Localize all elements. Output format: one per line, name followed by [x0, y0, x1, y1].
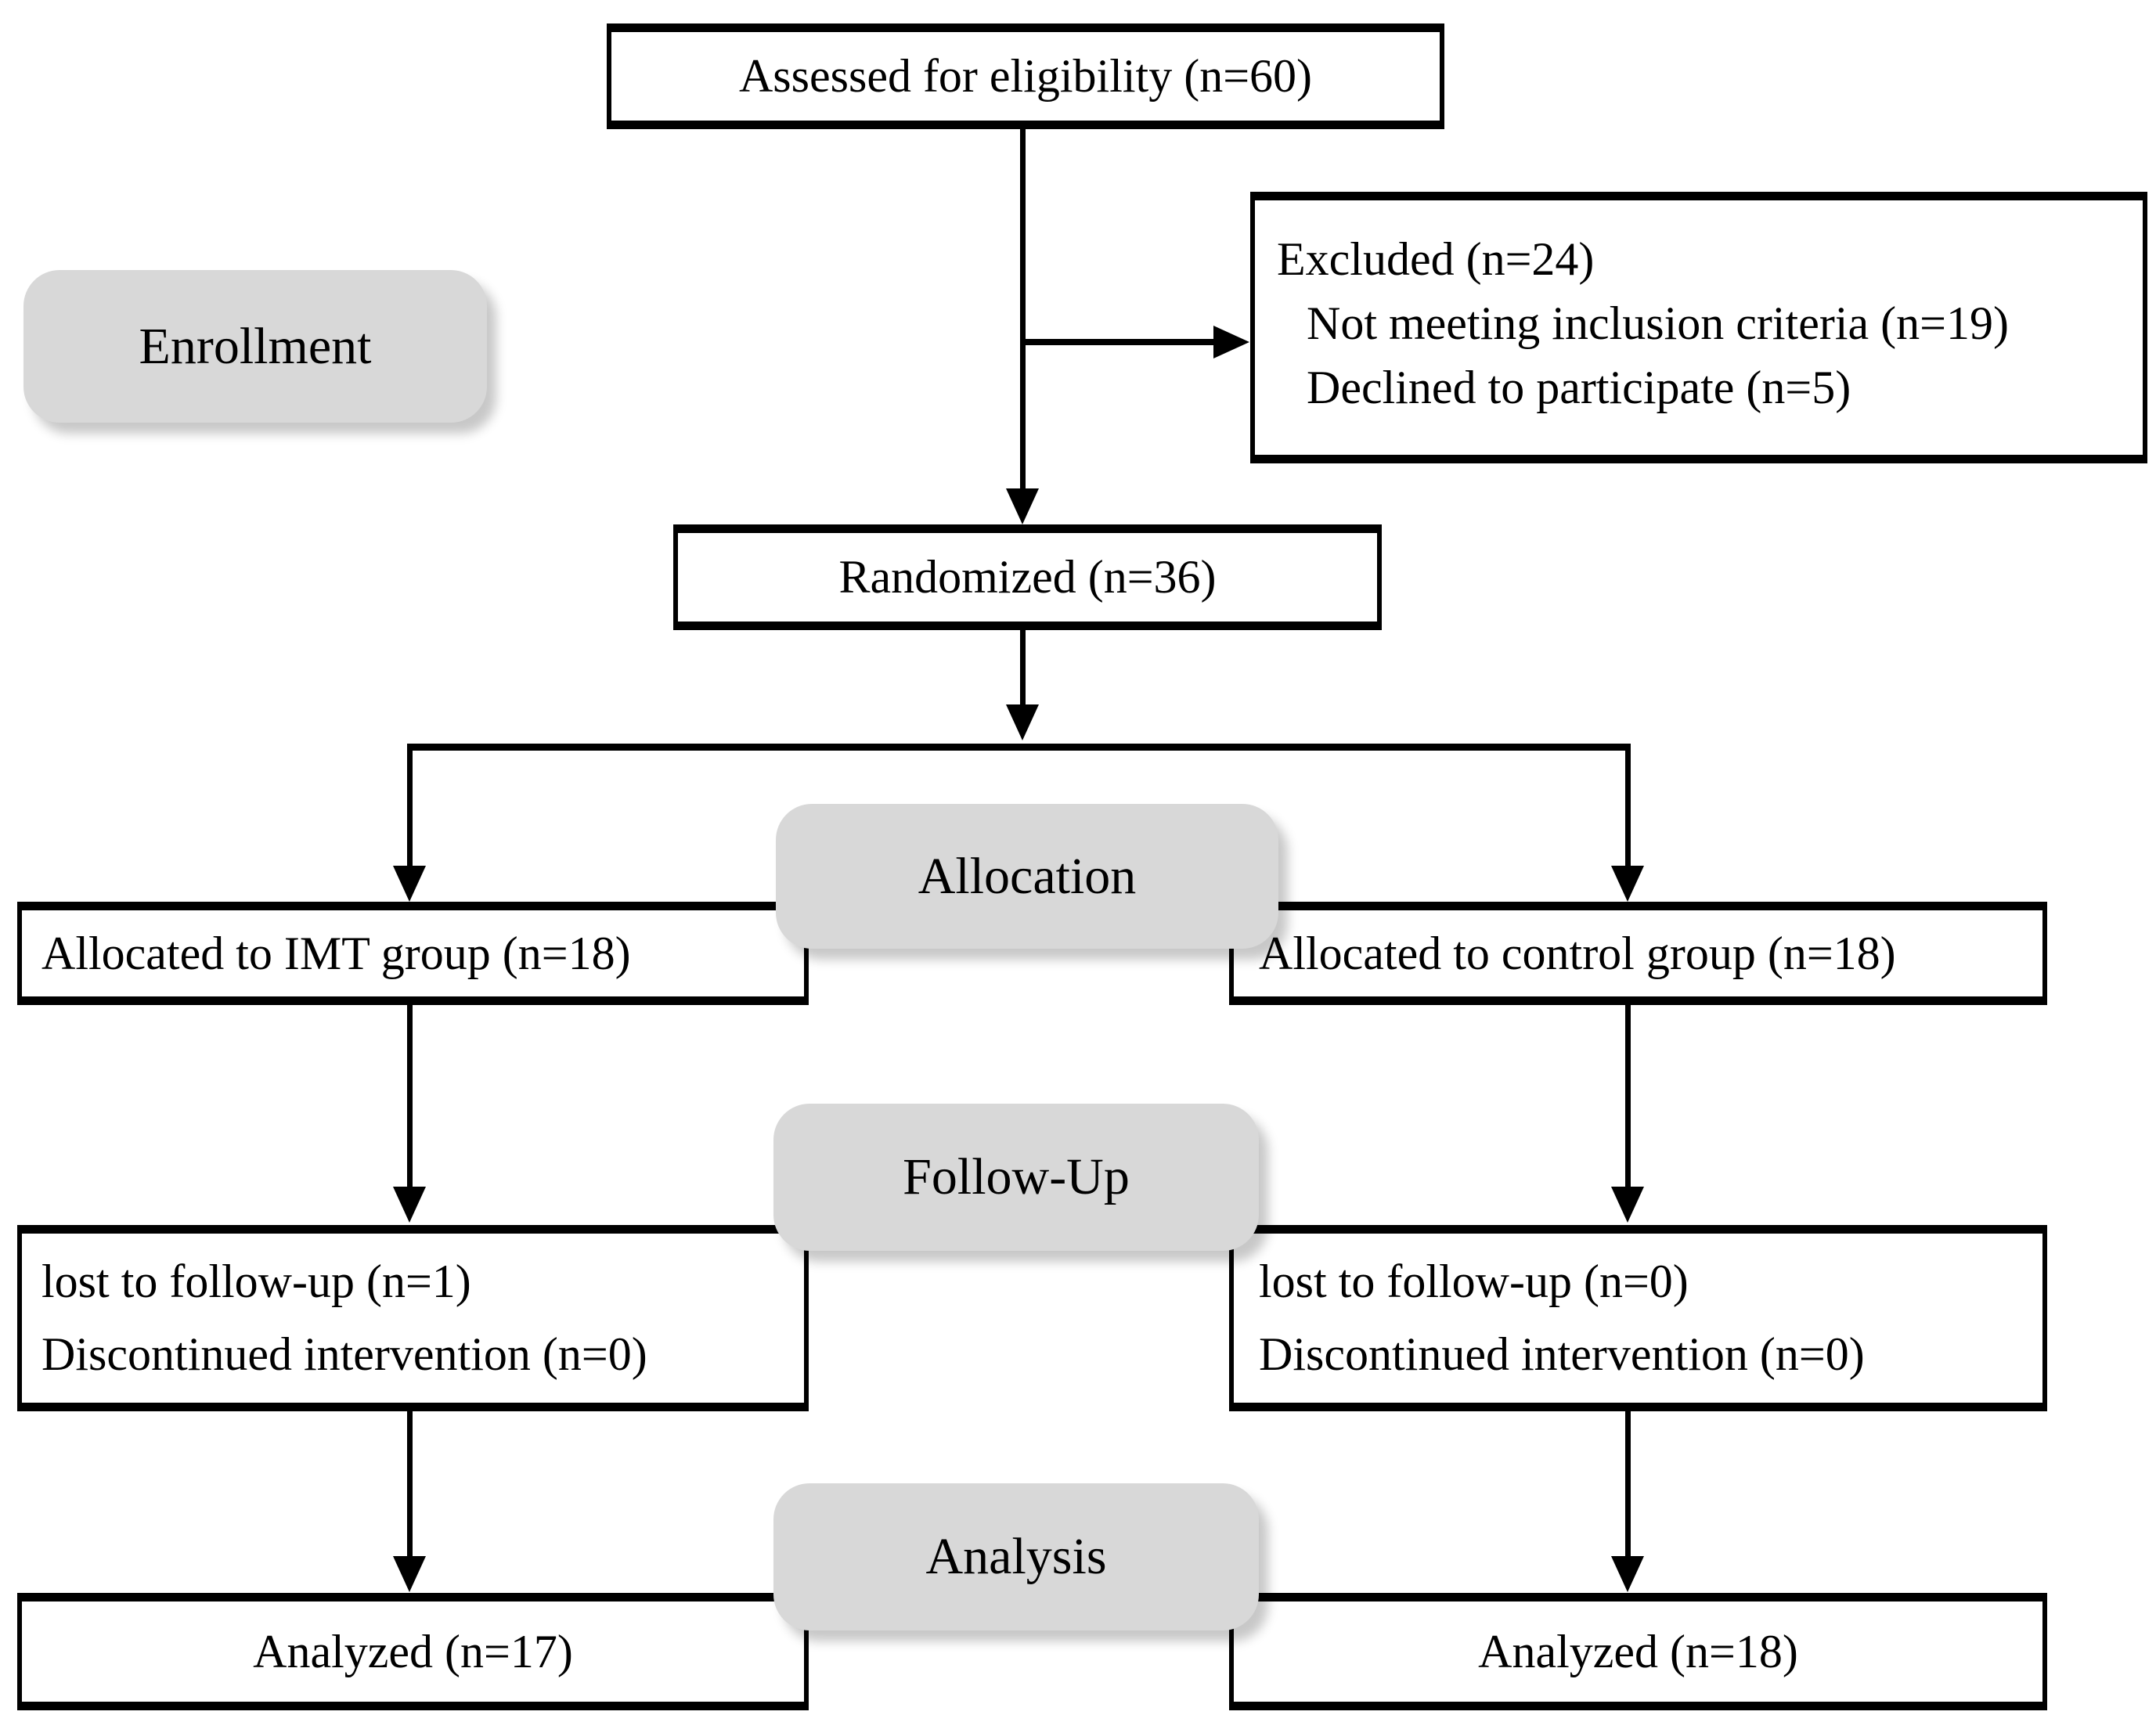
- line-to-excluded: [1023, 339, 1213, 345]
- allocated-imt-box: Allocated to IMT group (n=18): [17, 902, 809, 1005]
- followup-imt-line-1: lost to follow-up (n=1): [41, 1256, 471, 1307]
- line-followup-to-analyzed-control: [1625, 1409, 1631, 1556]
- excluded-line-1: Excluded (n=24): [1277, 233, 1595, 285]
- analyzed-imt-box: Analyzed (n=17): [17, 1593, 809, 1710]
- line-randomized-to-branch: [1020, 630, 1026, 704]
- analyzed-control-label: Analyzed (n=18): [1478, 1625, 1798, 1677]
- followup-imt-box: lost to follow-up (n=1) Discontinued int…: [17, 1225, 809, 1411]
- arrowhead-into-excluded: [1213, 326, 1249, 358]
- line-assessed-to-randomized: [1020, 129, 1026, 493]
- stage-allocation: Allocation: [776, 804, 1278, 949]
- stage-followup: Follow-Up: [773, 1104, 1259, 1251]
- allocated-imt-label: Allocated to IMT group (n=18): [41, 927, 631, 979]
- line-allocated-to-followup-control: [1625, 1005, 1631, 1187]
- line-allocated-to-followup-imt: [407, 1005, 413, 1187]
- followup-control-box: lost to follow-up (n=0) Discontinued int…: [1229, 1225, 2047, 1411]
- stage-enrollment-label: Enrollment: [139, 317, 372, 375]
- arrowhead-at-branch: [1006, 704, 1039, 740]
- arrowhead-into-followup-control: [1611, 1187, 1644, 1223]
- followup-control-line-2: Discontinued intervention (n=0): [1259, 1328, 1865, 1380]
- excluded-line-3: Declined to participate (n=5): [1307, 362, 1851, 413]
- allocated-control-label: Allocated to control group (n=18): [1259, 927, 1896, 979]
- followup-control-line-1: lost to follow-up (n=0): [1259, 1256, 1689, 1307]
- arrowhead-into-allocated-control: [1611, 866, 1644, 902]
- arrowhead-into-randomized: [1006, 488, 1039, 524]
- branch-line: [407, 744, 1631, 751]
- line-followup-to-analyzed-imt: [407, 1409, 413, 1556]
- stage-analysis: Analysis: [773, 1483, 1259, 1630]
- analyzed-imt-label: Analyzed (n=17): [253, 1625, 573, 1677]
- arrowhead-into-analyzed-control: [1611, 1556, 1644, 1592]
- stage-enrollment: Enrollment: [23, 270, 487, 423]
- arrowhead-into-followup-imt: [393, 1187, 426, 1223]
- excluded-box: Excluded (n=24) Not meeting inclusion cr…: [1250, 192, 2147, 463]
- allocated-control-box: Allocated to control group (n=18): [1229, 902, 2047, 1005]
- excluded-line-2: Not meeting inclusion criteria (n=19): [1307, 297, 2009, 349]
- stage-allocation-label: Allocation: [918, 847, 1137, 905]
- followup-imt-line-2: Discontinued intervention (n=0): [41, 1328, 647, 1380]
- analyzed-control-box: Analyzed (n=18): [1229, 1593, 2047, 1710]
- arrowhead-into-analyzed-imt: [393, 1556, 426, 1592]
- line-branch-to-imt: [407, 744, 413, 867]
- line-branch-to-control: [1625, 744, 1631, 867]
- assessed-box: Assessed for eligibility (n=60): [607, 23, 1444, 129]
- assessed-label: Assessed for eligibility (n=60): [738, 50, 1313, 102]
- stage-analysis-label: Analysis: [925, 1528, 1107, 1585]
- stage-followup-label: Follow-Up: [903, 1148, 1130, 1205]
- arrowhead-into-allocated-imt: [393, 866, 426, 902]
- randomized-label: Randomized (n=36): [838, 551, 1217, 603]
- randomized-box: Randomized (n=36): [673, 524, 1382, 630]
